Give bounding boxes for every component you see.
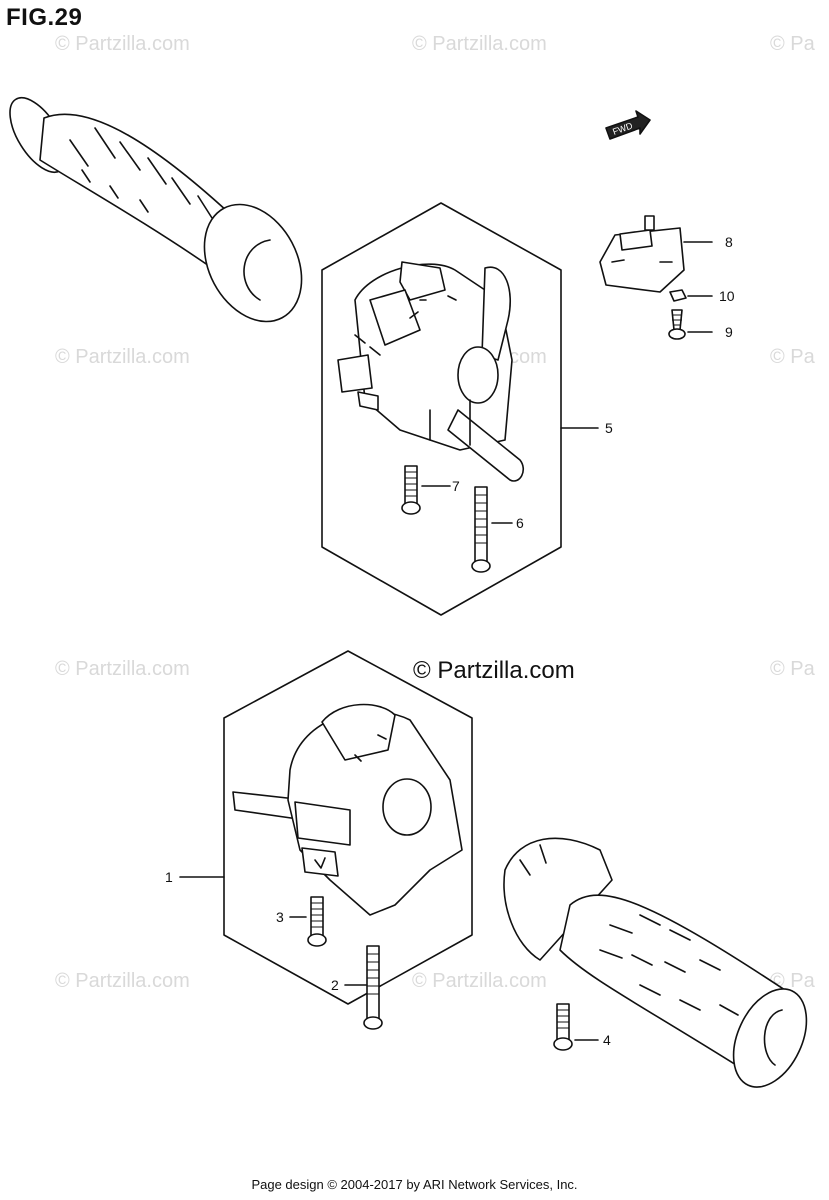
callout-2: 2 <box>331 977 339 993</box>
screw-9-drawing <box>668 309 686 340</box>
fig-title: FIG.29 <box>6 4 83 31</box>
watermark: © Partzilla.com <box>55 33 190 55</box>
callout-8: 8 <box>725 234 733 250</box>
watermark: © Pa <box>770 33 815 55</box>
callout-5: 5 <box>605 420 613 436</box>
callout-4: 4 <box>603 1032 611 1048</box>
callout-9: 9 <box>725 324 733 340</box>
callout-3: 3 <box>276 909 284 925</box>
kit-outline-5 <box>321 202 562 616</box>
switch-8-drawing <box>599 215 685 293</box>
right-grip-drawing <box>503 837 808 1088</box>
screw-3-drawing <box>307 896 327 947</box>
left-grip-drawing <box>9 97 303 323</box>
footer-text: Page design © 2004-2017 by ARI Network S… <box>251 1177 578 1192</box>
watermark: © Pa <box>770 658 815 680</box>
callout-6: 6 <box>516 515 524 531</box>
watermark: © Partzilla.com <box>55 658 190 680</box>
screw-6-drawing <box>471 486 491 573</box>
screw-2-drawing <box>363 945 383 1030</box>
nut-10-drawing <box>669 289 687 302</box>
watermark: © Pa <box>770 346 815 368</box>
kit-outline-1 <box>223 650 473 1005</box>
watermark: © Partzilla.com <box>55 970 190 992</box>
callout-7: 7 <box>452 478 460 494</box>
watermark: © Partzilla.com <box>55 346 190 368</box>
callout-10: 10 <box>719 288 735 304</box>
copyright-text: © Partzilla.com <box>413 657 575 684</box>
watermark: © Pa <box>770 970 815 992</box>
watermark: © Partzilla.com <box>412 970 547 992</box>
watermark: © Partzilla.com <box>412 33 547 55</box>
callout-1: 1 <box>165 869 173 885</box>
right-switch-housing-drawing <box>337 261 525 482</box>
screw-4-drawing <box>553 1003 573 1051</box>
fwd-arrow: FWD <box>605 110 651 140</box>
screw-7-drawing <box>401 465 421 515</box>
left-switch-housing-drawing <box>232 703 463 916</box>
